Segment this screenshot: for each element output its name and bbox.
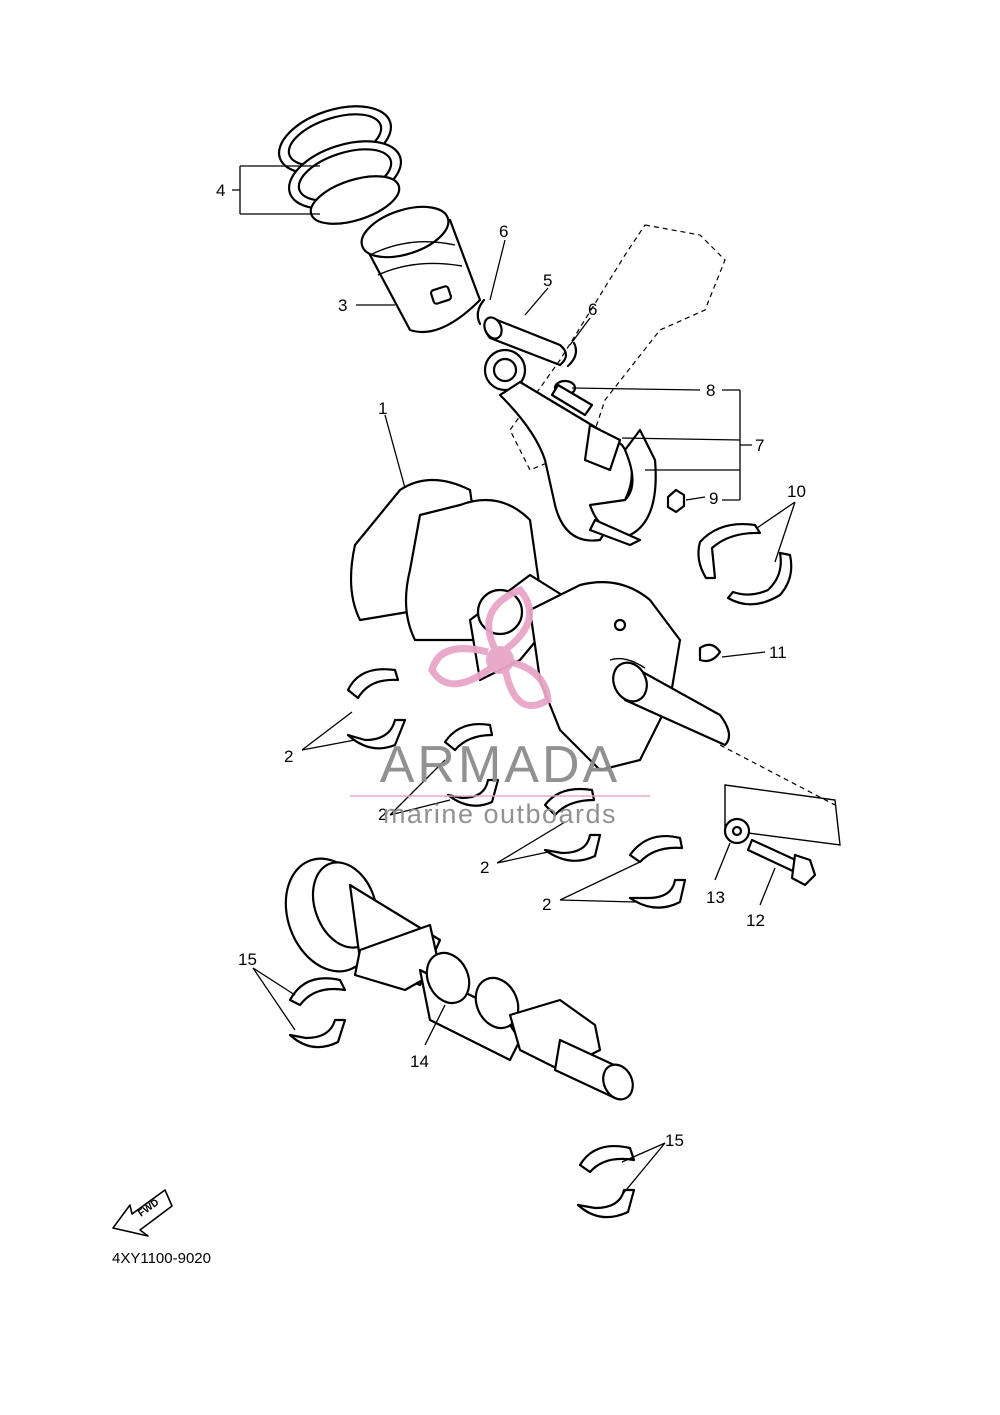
callout-7: 7 xyxy=(755,436,764,455)
crankshaft xyxy=(349,479,731,772)
callout-2: 2 xyxy=(480,858,489,877)
callout-3: 3 xyxy=(338,296,347,315)
balancer-bearings-1 xyxy=(288,977,347,1049)
watermark-tagline: marine outboards xyxy=(383,799,617,829)
callout-4: 4 xyxy=(216,181,225,200)
fwd-arrow: FWD xyxy=(112,1189,173,1237)
callout-2: 2 xyxy=(542,895,551,914)
balancer-shaft xyxy=(284,857,634,1101)
woodruff-key xyxy=(698,643,722,663)
callout-6: 6 xyxy=(588,300,597,319)
crank-bolt xyxy=(746,838,817,887)
callout-11: 11 xyxy=(769,643,787,662)
callout-1: 1 xyxy=(378,399,387,418)
watermark-logo: ARMADA marine outboards xyxy=(350,585,650,829)
callout-13: 13 xyxy=(706,888,725,907)
piston-pin xyxy=(483,316,568,367)
assembly-guide xyxy=(719,744,841,846)
piston-rings xyxy=(277,105,403,225)
propeller-hub-icon xyxy=(486,646,514,674)
callout-8: 8 xyxy=(706,381,715,400)
callout-14: 14 xyxy=(410,1052,429,1071)
leader-lines xyxy=(232,165,796,1196)
main-bearings-4 xyxy=(628,834,687,909)
callout-2: 2 xyxy=(284,747,293,766)
watermark-brand: ARMADA xyxy=(380,736,620,794)
callout-15: 15 xyxy=(238,950,257,969)
callout-10: 10 xyxy=(787,482,806,501)
reference-code: 4XY1100-9020 xyxy=(112,1250,211,1267)
callout-2: 2 xyxy=(378,805,387,824)
balancer-bearings-2 xyxy=(576,1144,636,1219)
main-bearings-2 xyxy=(443,723,500,807)
rod-bolts xyxy=(550,383,594,417)
washer xyxy=(723,817,751,845)
callout-9: 9 xyxy=(709,489,718,508)
conrod-bearings xyxy=(697,523,793,606)
callout-12: 12 xyxy=(746,911,765,930)
rod-nut xyxy=(666,488,686,514)
piston-pin-clips xyxy=(476,298,578,368)
rod-cap xyxy=(588,428,657,547)
callout-15: 15 xyxy=(665,1131,684,1150)
cylinder-outline xyxy=(509,224,726,471)
propeller-icon xyxy=(428,585,552,709)
callout-6: 6 xyxy=(499,222,508,241)
callout-5: 5 xyxy=(543,271,552,290)
main-bearings-1 xyxy=(346,668,407,750)
callout-numbers: 4 3 6 5 6 8 7 9 1 10 11 2 2 2 2 13 12 14… xyxy=(216,181,806,1150)
piston xyxy=(360,205,482,334)
